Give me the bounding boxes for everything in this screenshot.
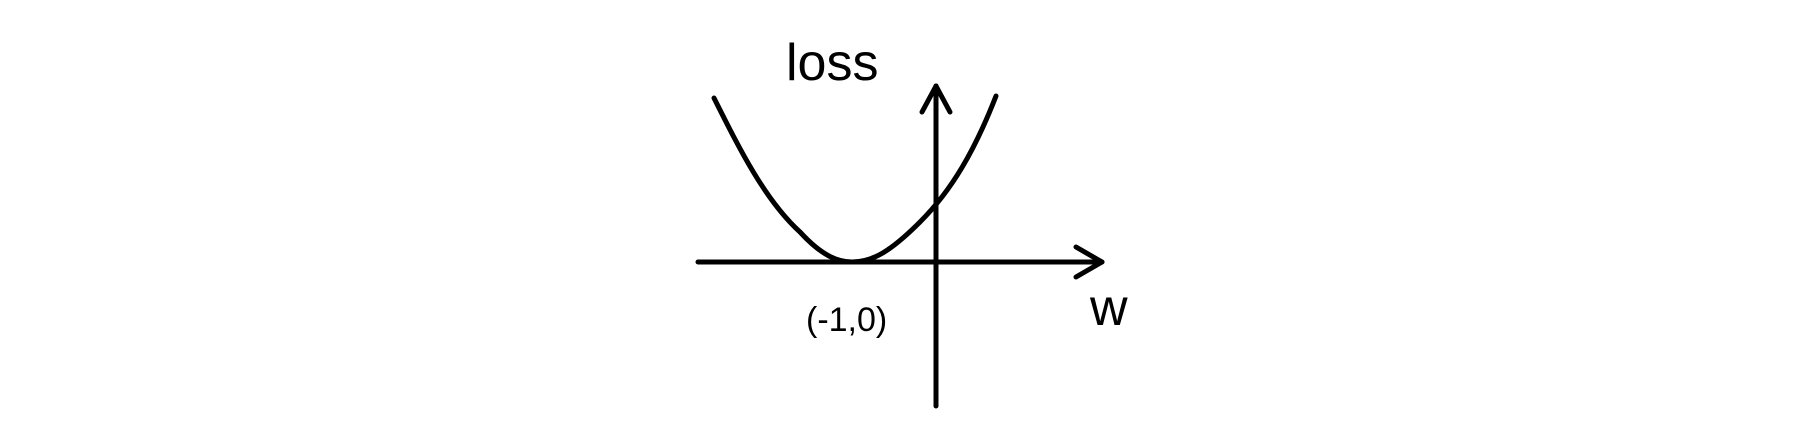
x-axis-label: w (1089, 279, 1128, 337)
y-axis-label: loss (786, 34, 878, 92)
loss-curve (711, 93, 999, 265)
minimum-point-label: (-1,0) (806, 301, 887, 339)
w-axis-arrowhead (1073, 244, 1105, 280)
loss-axis-arrowhead (919, 83, 953, 115)
